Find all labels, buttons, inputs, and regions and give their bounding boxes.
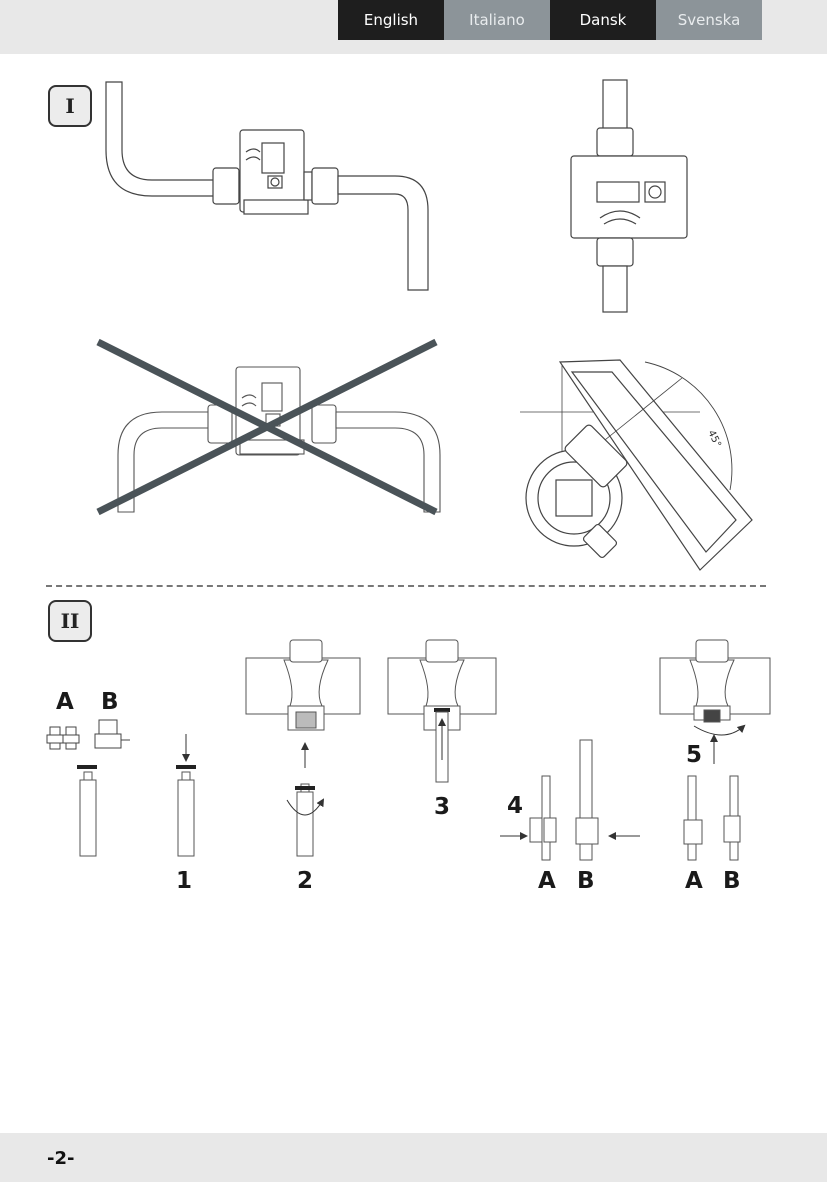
tab-italiano[interactable]: Italiano	[444, 0, 550, 40]
meter-tilted-figure	[520, 359, 753, 571]
step-label-3: 3	[434, 794, 451, 820]
variant-label-b: B	[101, 689, 119, 715]
step4-label-a: A	[538, 868, 556, 894]
tab-english[interactable]: English	[338, 0, 444, 40]
meter-horizontal-figure	[105, 81, 429, 291]
sensor-probe-figures	[77, 734, 325, 857]
variant-label-a: A	[56, 689, 74, 715]
pipe-section-step5	[659, 639, 771, 764]
section-badge-one: I	[48, 85, 92, 127]
section-badge-two: II	[48, 600, 92, 642]
section-divider	[46, 585, 766, 587]
angle-label: 45°	[705, 429, 722, 450]
footer-bar	[0, 1133, 827, 1182]
step-label-1: 1	[176, 868, 193, 894]
tab-dansk[interactable]: Dansk	[550, 0, 656, 40]
language-tabs: English Italiano Dansk Svenska	[338, 0, 762, 40]
page-number: -2-	[47, 1148, 75, 1169]
step4-assembly	[500, 739, 640, 861]
final-label-a: A	[685, 868, 703, 894]
final-label-b: B	[723, 868, 741, 894]
pipe-section-step2	[245, 639, 361, 731]
fittings-ab-icon	[46, 719, 130, 750]
step4-label-b: B	[577, 868, 595, 894]
pipe-section-step3	[387, 639, 497, 783]
final-fittings-ab	[683, 775, 741, 861]
step-label-5: 5	[686, 742, 703, 768]
meter-vertical-figure	[570, 79, 688, 313]
tab-svenska[interactable]: Svenska	[656, 0, 762, 40]
step-label-2: 2	[297, 868, 314, 894]
cross-out-icon	[96, 338, 438, 516]
step-label-4: 4	[507, 793, 524, 819]
